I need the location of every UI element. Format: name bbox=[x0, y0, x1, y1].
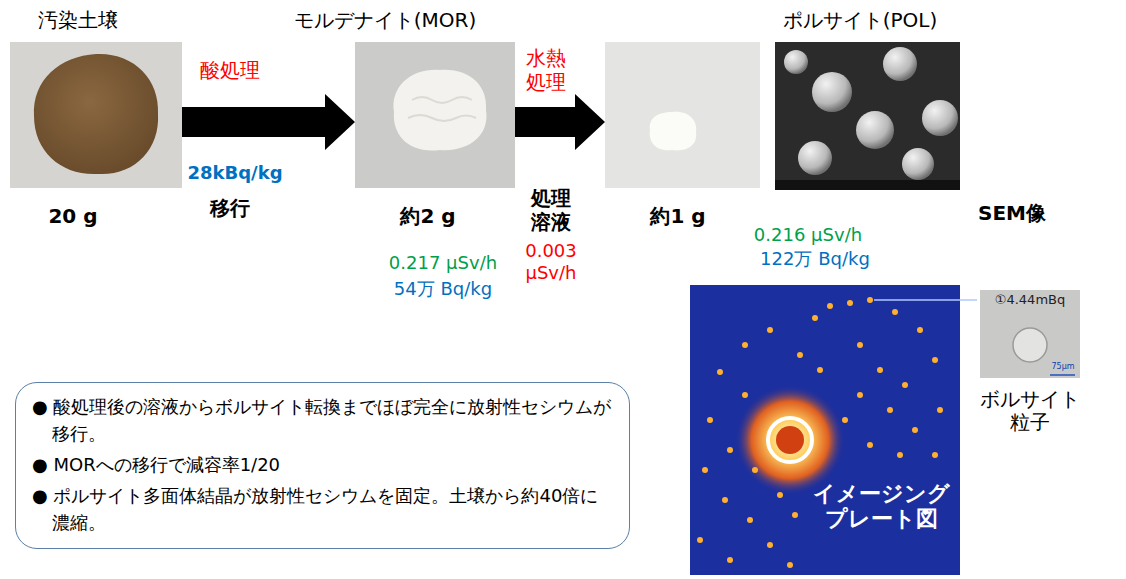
caption-text: ボルサイト 粒子 bbox=[974, 388, 1086, 434]
sem-image bbox=[775, 42, 960, 190]
soil-photo bbox=[10, 42, 182, 188]
annotation-text: 移行 bbox=[200, 196, 260, 220]
caption-text: モルデナイト(MOR) bbox=[275, 9, 495, 32]
block-arrow bbox=[515, 94, 605, 150]
bullet-text: ● 酸処理後の溶液からボルサイト転換までほぼ完全に放射性セシウムが移行。 bbox=[32, 393, 615, 447]
caption-text: イメージング プレート図 bbox=[808, 481, 954, 532]
annotation-text: 0.003 μSv/h bbox=[518, 240, 584, 283]
caption-text: 20 g bbox=[13, 205, 133, 228]
annotation-text: 0.217 μSv/h bbox=[378, 252, 508, 274]
mor-photo bbox=[355, 42, 515, 188]
annotation-text: 0.216 μSv/h bbox=[738, 224, 878, 246]
leader-line bbox=[874, 299, 977, 301]
particle-photo bbox=[980, 290, 1080, 378]
annotation-text: 処理 溶液 bbox=[528, 186, 574, 234]
caption-text: ①4.44mBq bbox=[982, 293, 1078, 308]
caption-text: 約2 g bbox=[378, 205, 478, 228]
annotation-text: 28kBq/kg bbox=[186, 162, 284, 184]
arrow-label: 水熱 処理 bbox=[523, 46, 569, 94]
pol-photo bbox=[605, 42, 760, 188]
arrow-label: 酸処理 bbox=[192, 58, 268, 82]
caption-text: ポルサイト(POL) bbox=[755, 9, 965, 32]
figure-panel: ポルサイト(POL)約1 g bbox=[605, 42, 760, 188]
figure-panel: モルデナイト(MOR)約2 g bbox=[355, 42, 515, 188]
figure-panel: 汚染土壌20 g bbox=[10, 42, 182, 188]
annotation-text: 75μm bbox=[1048, 362, 1078, 372]
caption-text: 約1 g bbox=[643, 205, 713, 228]
summary-box: ● 酸処理後の溶液からボルサイト転換までほぼ完全に放射性セシウムが移行。 ● MO… bbox=[15, 382, 630, 549]
annotation-text: 54万 Bq/kg bbox=[378, 278, 508, 300]
bullet-text: ● MORへの移行で減容率1/20 bbox=[32, 451, 615, 478]
caption-text: 汚染土壌 bbox=[18, 9, 138, 32]
figure-panel: イメージング プレート図 bbox=[690, 285, 960, 575]
imaging-plate bbox=[690, 285, 960, 575]
figure-panel: SEM像 bbox=[775, 42, 960, 190]
annotation-text: 122万 Bq/kg bbox=[742, 248, 888, 270]
caption-text: SEM像 bbox=[967, 202, 1057, 225]
bullet-text: ● ポルサイト多面体結晶が放射性セシウムを固定。土壌から約40倍に濃縮。 bbox=[32, 482, 615, 536]
block-arrow bbox=[182, 94, 355, 150]
